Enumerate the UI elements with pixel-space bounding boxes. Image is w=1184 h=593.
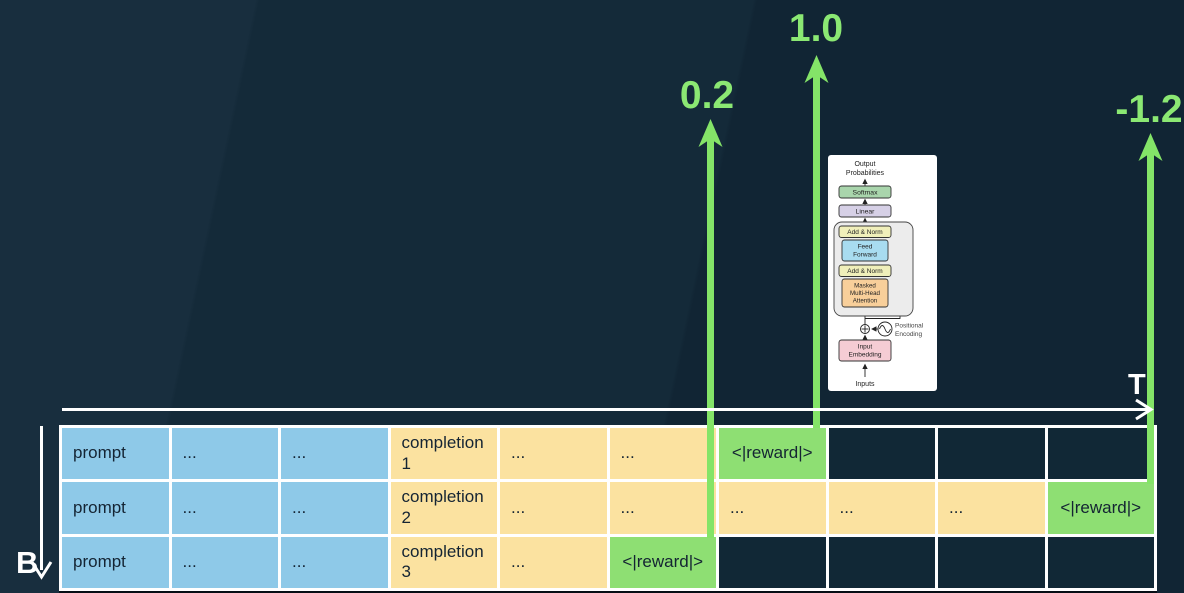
input-embedding-label-2: Embedding	[849, 352, 882, 359]
table-cell-completion: completion 2	[390, 482, 497, 534]
reward-value-1: 0.2	[679, 74, 735, 117]
feed-forward-label-2: Forward	[853, 252, 877, 259]
table-cell-prompt-ellipsis: ...	[171, 536, 278, 588]
table-cell-empty	[938, 428, 1045, 480]
table-cell-completion: completion 1	[390, 428, 497, 480]
table-cell-prompt-ellipsis: ...	[171, 482, 278, 534]
table-cell-prompt-ellipsis: ...	[281, 428, 388, 480]
output-probabilities-label-2: Probabilities	[846, 170, 885, 177]
linear-label: Linear	[856, 209, 876, 216]
feed-forward-label-1: Feed	[858, 244, 873, 251]
softmax-label: Softmax	[853, 190, 879, 197]
feed-forward-box	[841, 239, 889, 262]
add-norm-bottom-label: Add & Norm	[847, 268, 882, 275]
reward-value-2: 1.0	[788, 7, 844, 50]
table-cell-prompt: prompt	[62, 428, 169, 480]
table-cell-empty	[828, 428, 935, 480]
table-cell-prompt-ellipsis: ...	[281, 536, 388, 588]
softmax-box	[838, 185, 892, 199]
masked-attention-label-2: Multi-Head	[850, 290, 880, 297]
table-cell-prompt: prompt	[62, 482, 169, 534]
table-cell-empty	[719, 536, 826, 588]
transformer-diagram: Output Probabilities	[828, 155, 937, 391]
table-cell-prompt: prompt	[62, 536, 169, 588]
linear-box	[838, 204, 892, 218]
table-cell-prompt-ellipsis: ...	[171, 428, 278, 480]
table-cell-empty	[938, 536, 1045, 588]
table-cell-reward: <|reward|>	[1047, 482, 1154, 534]
plus-icon	[860, 324, 870, 334]
reward-value-3: -1.2	[1115, 88, 1183, 131]
masked-attention-box	[841, 278, 889, 308]
add-norm-top-box	[838, 225, 892, 238]
positional-encoding-label-1: Positional	[895, 323, 924, 330]
table-cell-completion-ellipsis: ...	[500, 536, 607, 588]
table-shadow	[59, 591, 1157, 593]
transformer-svg: Output Probabilities	[833, 161, 924, 388]
table-cell-prompt-ellipsis: ...	[281, 482, 388, 534]
token-table: prompt......completion 1......<|reward|>…	[59, 425, 1157, 591]
table-cell-completion-ellipsis: ...	[500, 428, 607, 480]
output-probabilities-label-1: Output	[854, 161, 875, 168]
table-cell-empty	[828, 536, 935, 588]
table-cell-empty	[1047, 536, 1154, 588]
masked-attention-label-3: Attention	[853, 298, 878, 305]
positional-encoding-label-2: Encoding	[895, 331, 922, 338]
input-embedding-box	[838, 339, 892, 362]
table-cell-completion-ellipsis: ...	[609, 428, 716, 480]
table-cell-completion-ellipsis: ...	[828, 482, 935, 534]
add-norm-top-label: Add & Norm	[847, 229, 882, 236]
b-axis-label: B	[16, 545, 39, 580]
table-cell-empty	[1047, 428, 1154, 480]
masked-attention-label-1: Masked	[854, 283, 876, 290]
table-cell-reward: <|reward|>	[609, 536, 716, 588]
table-cell-completion-ellipsis: ...	[609, 482, 716, 534]
table-cell-completion: completion 3	[390, 536, 497, 588]
reward-arrow-2	[804, 55, 829, 428]
table-cell-reward: <|reward|>	[719, 428, 826, 480]
input-embedding-label-1: Input	[858, 344, 873, 351]
table-cell-completion-ellipsis: ...	[938, 482, 1045, 534]
sine-wave-icon	[877, 321, 893, 337]
t-axis-label: T	[1128, 369, 1146, 401]
inputs-label: Inputs	[855, 381, 875, 388]
table-cell-completion-ellipsis: ...	[719, 482, 826, 534]
add-norm-bottom-box	[838, 264, 892, 277]
table-cell-completion-ellipsis: ...	[500, 482, 607, 534]
t-axis-arrow	[62, 398, 1154, 421]
